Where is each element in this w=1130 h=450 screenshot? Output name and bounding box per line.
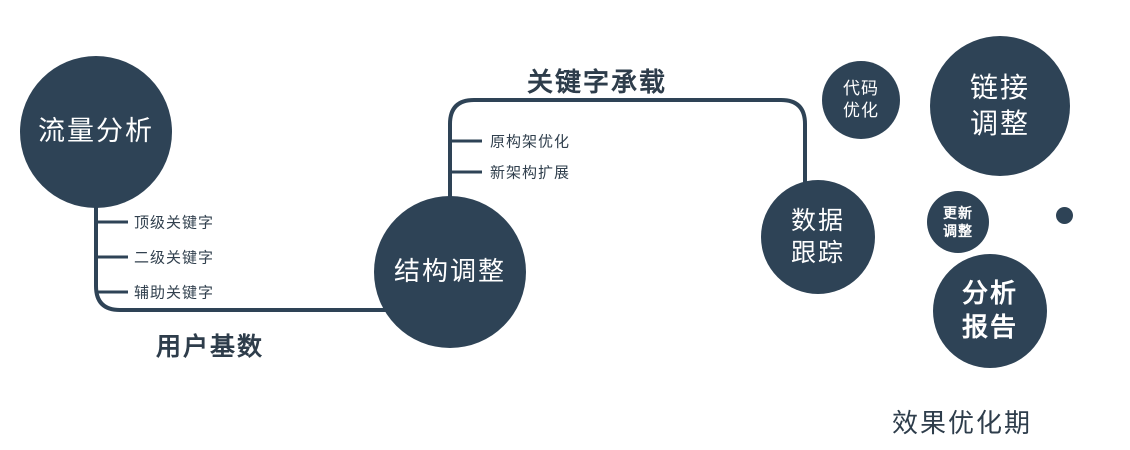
node-label-line2: 调整 bbox=[943, 223, 973, 239]
edge-traffic-to-structure bbox=[94, 140, 430, 312]
node-label-line2: 报告 bbox=[961, 312, 1018, 342]
edge-label-user-base: 用户基数 bbox=[156, 333, 265, 361]
branch-label-original-architecture: 原构架优化 bbox=[490, 133, 571, 151]
traffic-branch-ticks bbox=[96, 220, 128, 294]
node-analysis-report: 分析 报告 bbox=[933, 254, 1047, 368]
small-dot-marker bbox=[1056, 207, 1073, 224]
node-structure-adjust: 结构调整 bbox=[374, 196, 526, 348]
node-label-line1: 链接 bbox=[969, 71, 1030, 103]
edge-label-keyword-carrying: 关键字承载 bbox=[527, 67, 668, 97]
node-link-adjustment: 链接 调整 bbox=[930, 36, 1070, 176]
caption-effect-optimization-period: 效果优化期 bbox=[892, 408, 1033, 438]
edge-structure-to-data bbox=[448, 98, 807, 250]
branch-label-top-keywords: 顶级关键字 bbox=[134, 214, 215, 232]
node-label-line1: 更新 bbox=[943, 204, 973, 221]
structure-branch-ticks bbox=[450, 139, 482, 174]
branch-label-secondary-keywords: 二级关键字 bbox=[134, 249, 215, 267]
node-data-tracking: 数据 跟踪 bbox=[761, 180, 875, 294]
node-label: 流量分析 bbox=[38, 116, 154, 147]
branch-label-new-architecture: 新架构扩展 bbox=[490, 164, 571, 182]
node-traffic-analysis: 流量分析 bbox=[20, 56, 172, 208]
node-code-optimization: 代码 优化 bbox=[822, 61, 900, 139]
node-label: 结构调整 bbox=[393, 256, 506, 287]
node-label-line2: 跟踪 bbox=[790, 239, 845, 267]
node-update-adjustment: 更新 调整 bbox=[927, 191, 989, 253]
node-label-line1: 数据 bbox=[790, 206, 845, 235]
branch-label-auxiliary-keywords: 辅助关键字 bbox=[134, 284, 215, 302]
node-label-line2: 优化 bbox=[843, 101, 879, 120]
node-label-line2: 调整 bbox=[969, 108, 1030, 139]
node-label-line1: 分析 bbox=[961, 278, 1018, 309]
node-label-line1: 代码 bbox=[843, 78, 879, 98]
